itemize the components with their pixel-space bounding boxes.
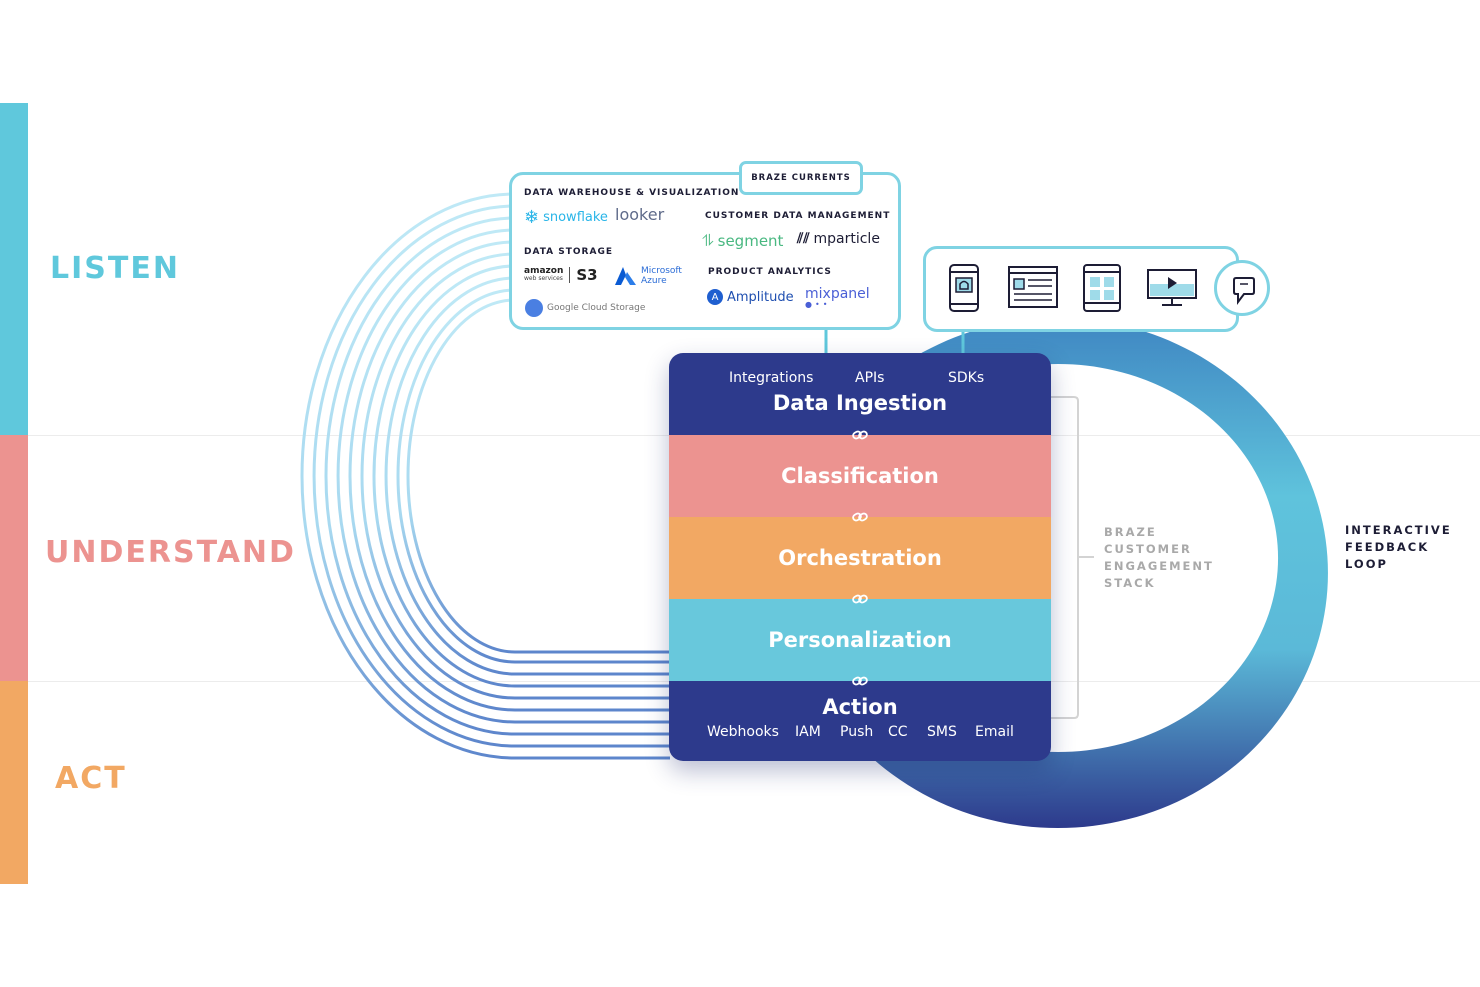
divider	[569, 267, 571, 283]
email-label: Email	[975, 724, 1014, 740]
listen-label: LISTEN	[50, 251, 180, 286]
layer-action: Action	[669, 681, 1051, 761]
feedback-icon	[1233, 277, 1255, 305]
classification-title: Classification	[781, 464, 939, 488]
azure-line1: Microsoft	[641, 266, 682, 276]
understand-label: UNDERSTAND	[45, 535, 296, 570]
mixpanel-logo: mixpanel ●••	[805, 286, 870, 309]
act-label: ACT	[55, 761, 127, 796]
data-loop-line-8	[384, 276, 670, 676]
sms-label: SMS	[927, 724, 957, 740]
email-icon	[1008, 266, 1058, 308]
google-cloud-logo: Google Cloud Storage	[525, 299, 645, 317]
data-loop-line-1	[300, 192, 670, 760]
link-icon	[852, 430, 868, 440]
mparticle-text: mparticle	[813, 231, 880, 247]
data-loop-line-5	[348, 240, 670, 712]
product-analytics-heading: PRODUCT ANALYTICS	[708, 267, 832, 277]
data-loop-line-6	[360, 252, 670, 700]
data-loop-line-7	[372, 264, 670, 688]
currents-tab: BRAZE CURRENTS	[739, 161, 863, 195]
data-loop-lines	[300, 192, 670, 760]
segment-text: segment	[717, 232, 784, 250]
azure-text: Microsoft Azure	[641, 266, 682, 286]
listen-band	[0, 103, 28, 435]
feedback-icon-circle	[1214, 260, 1270, 316]
s3-text: S3	[576, 266, 598, 284]
looker-logo: looker	[615, 205, 664, 224]
amazon-text: amazon	[524, 266, 564, 276]
data-loop-line-9	[396, 288, 670, 664]
understand-band	[0, 435, 28, 681]
orchestration-title: Orchestration	[778, 546, 942, 570]
push-label: Push	[840, 724, 874, 740]
amazon-icon: amazon web services	[524, 267, 563, 283]
stack-label-line4: STACK	[1104, 576, 1156, 590]
snowflake-logo: ❄ snowflake	[524, 207, 608, 228]
tablet-icon	[1083, 264, 1121, 312]
link-icon	[852, 512, 868, 522]
amazon-s3-logo: amazon web services S3	[524, 266, 598, 284]
currents-tab-label: BRAZE CURRENTS	[751, 173, 851, 183]
amplitude-icon: A	[707, 289, 723, 305]
snowflake-text: snowflake	[543, 210, 608, 225]
desktop-video-icon	[1147, 269, 1197, 306]
layer-personalization: Personalization	[669, 599, 1051, 681]
mparticle-icon: ⫽⫽	[797, 231, 810, 247]
azure-icon	[615, 267, 636, 285]
act-band	[0, 681, 28, 884]
data-loop-line-3	[324, 216, 670, 736]
data-ingestion-title: Data Ingestion	[772, 391, 948, 415]
azure-line2: Azure	[641, 276, 667, 286]
loop-label-line2: FEEDBACK	[1345, 540, 1430, 554]
cdm-heading: CUSTOMER DATA MANAGEMENT	[705, 211, 891, 221]
segment-logo: ⥮ segment	[702, 231, 783, 251]
stack-label: BRAZE CUSTOMER ENGAGEMENT STACK	[1104, 524, 1214, 592]
sdks-label: SDKs	[948, 370, 985, 386]
mixpanel-dots-icon: ●••	[805, 300, 831, 309]
currents-card	[509, 172, 901, 330]
data-warehouse-heading: DATA WAREHOUSE & VISUALIZATION	[524, 188, 740, 198]
feedback-loop-label: INTERACTIVE FEEDBACK LOOP	[1345, 522, 1452, 573]
azure-logo: Microsoft Azure	[613, 266, 682, 286]
stack-label-line2: CUSTOMER	[1104, 542, 1192, 556]
google-cloud-icon	[525, 299, 543, 317]
layer-classification: Classification	[669, 435, 1051, 517]
mparticle-logo: ⫽⫽ mparticle	[797, 231, 880, 247]
loop-label-line3: LOOP	[1345, 557, 1388, 571]
action-title: Action	[822, 695, 898, 719]
loop-label-line1: INTERACTIVE	[1345, 523, 1452, 537]
mixpanel-text: mixpanel	[805, 286, 870, 302]
data-loop-line-4	[336, 228, 670, 724]
data-loop-line-2	[312, 204, 670, 748]
personalization-title: Personalization	[768, 628, 952, 652]
iam-label: IAM	[795, 724, 821, 740]
snowflake-icon: ❄	[524, 207, 540, 228]
engagement-stack: Data Ingestion Classification Orchestrat…	[669, 353, 1051, 761]
stack-label-line3: ENGAGEMENT	[1104, 559, 1214, 573]
google-cloud-text: Google Cloud Storage	[547, 303, 646, 313]
link-icon	[852, 594, 868, 604]
mobile-notification-icon	[949, 264, 979, 312]
cc-label: CC	[888, 724, 908, 740]
amplitude-logo: A Amplitude	[707, 289, 794, 305]
looker-text: looker	[615, 205, 665, 224]
data-storage-heading: DATA STORAGE	[524, 247, 613, 257]
layer-orchestration: Orchestration	[669, 517, 1051, 599]
stack-label-line1: BRAZE	[1104, 525, 1157, 539]
segment-icon: ⥮	[702, 231, 714, 250]
apis-label: APIs	[855, 370, 885, 386]
amplitude-text: Amplitude	[727, 289, 794, 305]
webhooks-label: Webhooks	[707, 724, 779, 740]
layer-data-ingestion: Data Ingestion	[669, 353, 1051, 435]
aws-text: web services	[524, 275, 563, 282]
integrations-label: Integrations	[729, 370, 814, 386]
stack-bracket	[1050, 396, 1094, 719]
data-loop-line-10	[406, 298, 670, 654]
link-icon	[852, 676, 868, 686]
